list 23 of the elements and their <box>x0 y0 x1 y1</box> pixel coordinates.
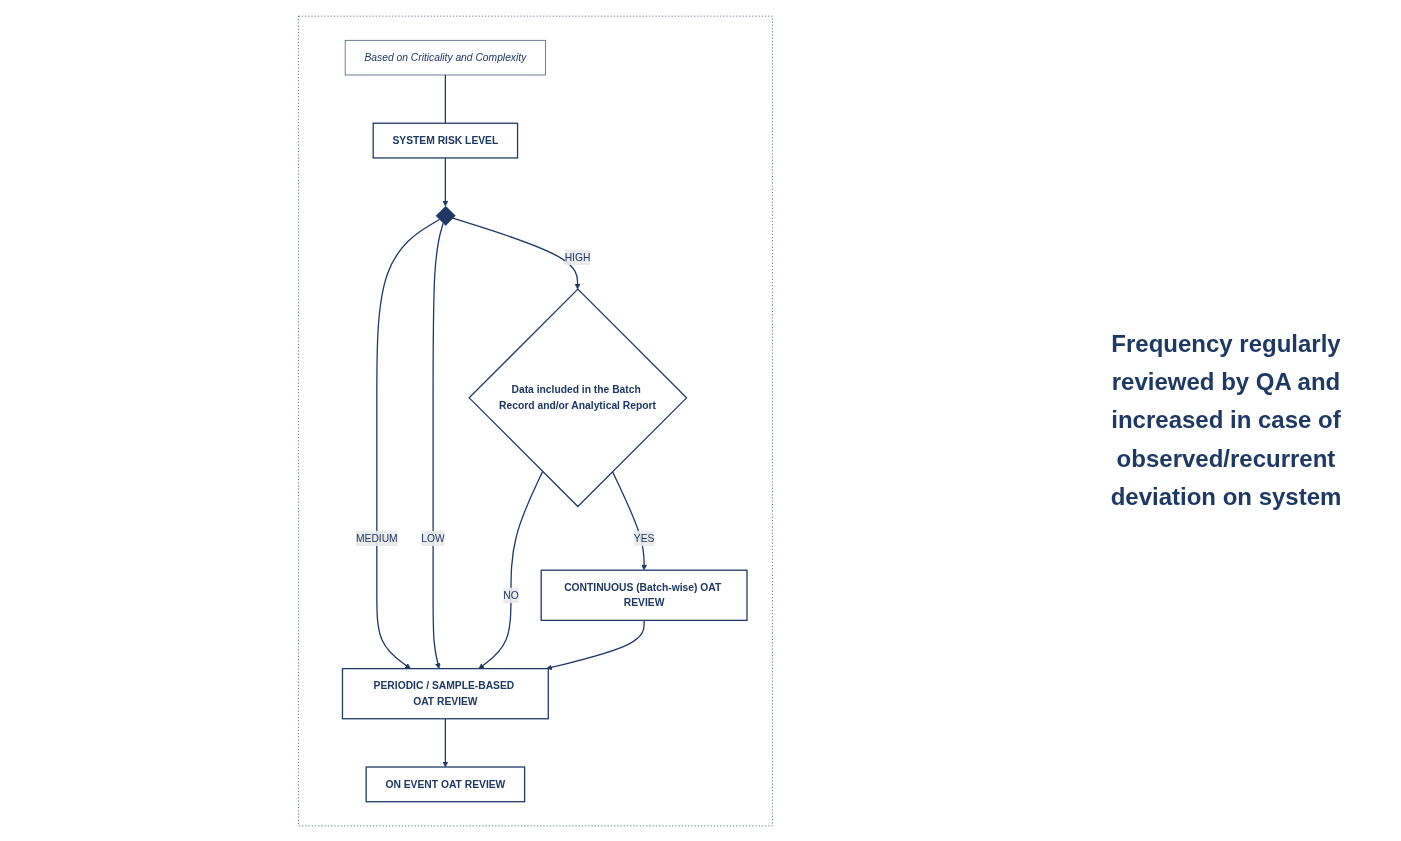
edge-label: NO <box>503 589 519 600</box>
node-box: CONTINUOUS (Batch-wise) OAT REVIEW <box>540 569 748 621</box>
arrow <box>442 156 449 206</box>
note-text: Frequency regularly reviewed by QA and increased in case of observed/recurrent deviation on system <box>1109 328 1343 513</box>
arrow <box>611 470 647 570</box>
arrow <box>546 619 645 670</box>
edge-label: HIGH <box>564 251 591 262</box>
arrow <box>376 218 440 669</box>
arrow <box>478 470 544 669</box>
connector <box>444 73 447 124</box>
node-diamond: Data included in the Batch Record and/or Analytical Report <box>468 287 688 507</box>
node-box: PERIODIC / SAMPLE-BASED OAT REVIEW <box>341 667 549 719</box>
node-diamond <box>435 205 456 226</box>
edge-label: MEDIUM <box>355 532 398 544</box>
node-box: Based on Criticality and Complexity <box>344 39 546 75</box>
arrow <box>452 217 581 289</box>
edge-label: LOW <box>421 532 445 544</box>
arrow <box>432 222 444 669</box>
node-box: SYSTEM RISK LEVEL <box>372 122 519 159</box>
edge-label: YES <box>633 532 655 544</box>
node-box: ON EVENT OAT REVIEW <box>365 765 526 802</box>
cluster <box>298 15 773 826</box>
arrow <box>442 717 449 767</box>
